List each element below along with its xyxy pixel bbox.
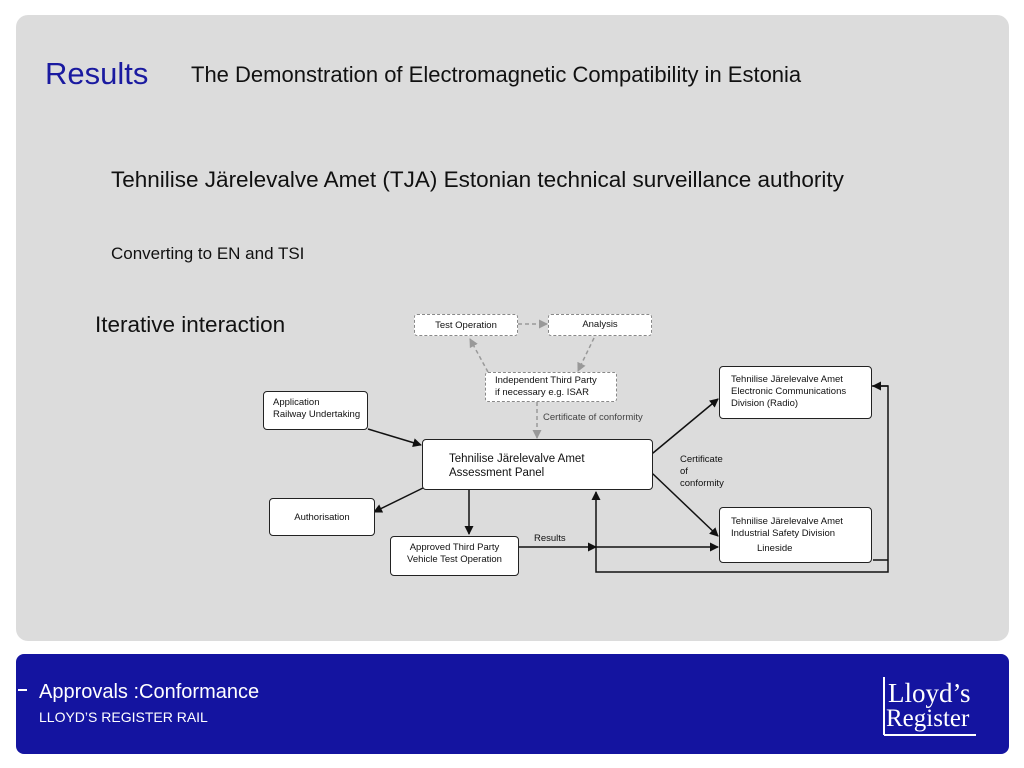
test-operation-box: Test Operation — [414, 314, 518, 336]
footer-dash — [18, 689, 27, 691]
assessment-panel-line2: Assessment Panel — [449, 467, 545, 480]
approved-line1: Approved Third Party — [409, 542, 500, 553]
authorisation-box: Authorisation — [269, 498, 375, 536]
svg-text:Register: Register — [886, 705, 970, 732]
ecd-line1: Tehnilise Järelevalve Amet — [731, 374, 843, 385]
arrow-third-to-test — [469, 338, 489, 373]
authorisation-label: Authorisation — [294, 512, 350, 523]
footer-title: Approvals :Conformance — [39, 681, 260, 703]
certificate-line1: Certificate — [680, 454, 723, 465]
certificate-conformity-dashed-label: Certificate of conformity — [543, 412, 643, 423]
ecd-line3: Division (Radio) — [731, 397, 799, 409]
certificate-line2: of — [680, 465, 688, 477]
arrow-panel-to-authorisation — [373, 487, 424, 513]
test-operation-label: Test Operation — [435, 320, 497, 331]
assessment-panel-box: Tehnilise Järelevalve Amet Assessment Pa… — [422, 439, 653, 490]
slide-subtitle: The Demonstration of Electromagnetic Com… — [191, 62, 802, 87]
analysis-label: Analysis — [582, 319, 618, 330]
ecd-line2: Electronic Communications — [731, 385, 847, 397]
approved-line2: Vehicle Test Operation — [407, 553, 502, 565]
certificate-line3: conformity — [680, 477, 724, 489]
third-party-line1: Independent Third Party — [495, 375, 597, 386]
application-line2: Railway Undertaking — [273, 408, 361, 420]
approved-third-party-box: Approved Third Party Vehicle Test Operat… — [390, 536, 519, 576]
footer-bar — [16, 654, 1009, 754]
isd-line3: Lineside — [757, 542, 793, 554]
electronic-communications-box: Tehnilise Järelevalve Amet Electronic Co… — [719, 366, 872, 419]
iterative-line: Iterative interaction — [95, 312, 286, 337]
results-label: Results — [534, 533, 566, 544]
isd-line1: Tehnilise Järelevalve Amet — [731, 516, 843, 527]
results-heading: Results — [45, 56, 149, 91]
certificate-label: Certificate of conformity — [680, 454, 724, 490]
tja-line: Tehnilise Järelevalve Amet (TJA) Estonia… — [111, 167, 844, 192]
third-party-box: Independent Third Party if necessary e.g… — [485, 372, 617, 402]
svg-text:Lloyd’s: Lloyd’s — [888, 678, 971, 708]
arrow-application-to-panel — [367, 428, 422, 447]
industrial-safety-box: Tehnilise Järelevalve Amet Industrial Sa… — [719, 507, 872, 563]
arrow-panel-ecd — [643, 398, 719, 462]
converting-line: Converting to EN and TSI — [111, 244, 305, 263]
arrow-panel-isd — [644, 465, 719, 537]
application-box: Application Railway Undertaking — [263, 391, 368, 430]
isd-line2: Industrial Safety Division — [731, 527, 836, 539]
arrow-analysis-to-third — [577, 337, 595, 372]
third-party-line2: if necessary e.g. ISAR — [495, 386, 589, 398]
application-line1: Application — [273, 397, 320, 408]
footer-subtitle: LLOYD’S REGISTER RAIL — [39, 709, 208, 725]
assessment-panel-line1: Tehnilise Järelevalve Amet — [449, 453, 585, 465]
analysis-box: Analysis — [548, 314, 652, 336]
lloyds-register-logo: Lloyd’s Register — [883, 677, 976, 736]
